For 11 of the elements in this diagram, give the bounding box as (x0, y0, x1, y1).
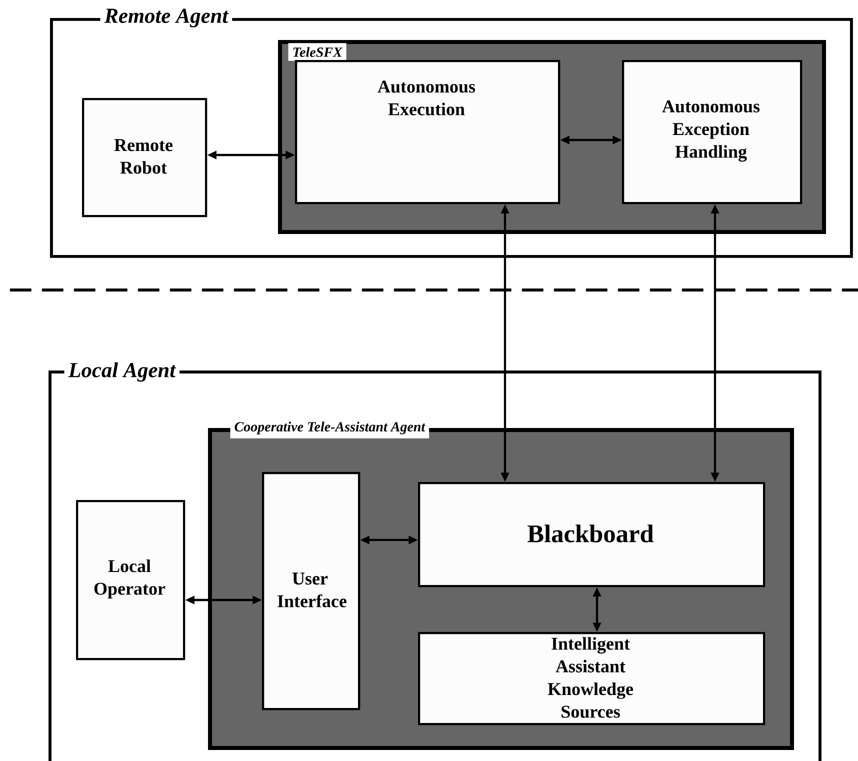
module-box: Local Operator (76, 500, 186, 660)
panel-title: TeleSFX (288, 43, 346, 61)
module-box: Autonomous Execution (295, 60, 560, 204)
module-box: Remote Robot (82, 98, 208, 218)
module-box: Intelligent Assistant Knowledge Sources (418, 632, 766, 726)
panel-title: Local Agent (64, 358, 180, 386)
panel-title: Cooperative Tele-Assistant Agent (230, 418, 430, 438)
panel-title: Remote Agent (100, 4, 232, 32)
module-box: User Interface (262, 472, 360, 710)
module-box: Blackboard (418, 482, 766, 588)
module-box: Autonomous Exception Handling (622, 60, 802, 204)
